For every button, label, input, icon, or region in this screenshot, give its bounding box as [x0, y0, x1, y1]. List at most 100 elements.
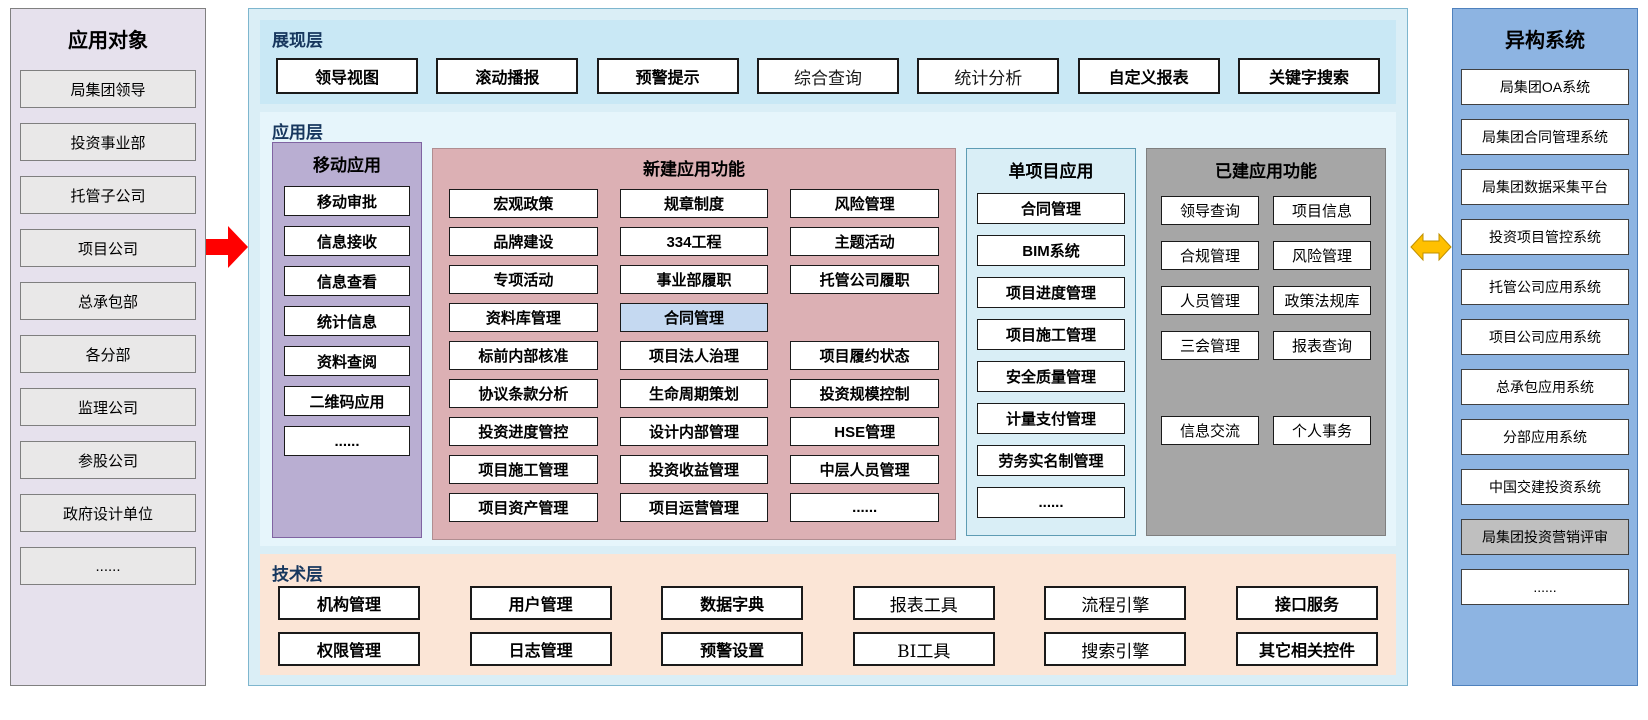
new-function-item: 项目法人治理 — [619, 341, 769, 370]
new-function-item: 风险管理 — [790, 189, 939, 218]
heterogeneous-system-item: 局集团数据采集平台 — [1461, 169, 1629, 205]
new-function-item: 投资进度管控 — [449, 417, 598, 446]
heterogeneous-system-item: ...... — [1461, 569, 1629, 605]
heterogeneous-system-item: 分部应用系统 — [1461, 419, 1629, 455]
built-functions-title: 已建应用功能 — [1215, 162, 1317, 181]
presentation-item: 综合查询 — [756, 58, 899, 94]
new-function-item: 资料库管理 — [449, 303, 598, 332]
heterogeneous-system-item: 投资项目管控系统 — [1461, 219, 1629, 255]
heterogeneous-system-item: 中国交建投资系统 — [1461, 469, 1629, 505]
technology-row-1: 机构管理 用户管理 数据字典 报表工具 流程引擎 接口服务 — [260, 586, 1396, 620]
application-object-item: 项目公司 — [20, 229, 196, 267]
mobile-app-item: 信息接收 — [284, 226, 410, 256]
presentation-item: 统计分析 — [917, 58, 1060, 94]
platform-panel: 展现层 领导视图 滚动播报 预警提示 综合查询 统计分析 自定义报表 关键字搜索… — [248, 8, 1408, 686]
built-function-item: 领导查询 — [1161, 196, 1259, 225]
new-function-item: 生命周期策划 — [619, 379, 769, 408]
presentation-item: 预警提示 — [596, 58, 739, 94]
new-function-item: 托管公司履职 — [790, 265, 939, 294]
single-project-item: BIM系统 — [977, 235, 1125, 266]
mobile-app-item: 资料查阅 — [284, 346, 410, 376]
application-object-item: 政府设计单位 — [20, 494, 196, 532]
application-object-item: 各分部 — [20, 335, 196, 373]
single-project-item: 计量支付管理 — [977, 403, 1125, 434]
technology-item: 机构管理 — [278, 586, 420, 620]
new-function-item-highlighted: 合同管理 — [619, 303, 769, 332]
presentation-buttons-row: 领导视图 滚动播报 预警提示 综合查询 统计分析 自定义报表 关键字搜索 — [260, 58, 1396, 94]
heterogeneous-system-item: 托管公司应用系统 — [1461, 269, 1629, 305]
built-functions-grid: 领导查询 项目信息 合规管理 风险管理 人员管理 政策法规库 三会管理 报表查询 — [1147, 182, 1385, 360]
heterogeneous-system-item-gray: 局集团投资营销评审 — [1461, 519, 1629, 555]
heterogeneous-system-item: 局集团合同管理系统 — [1461, 119, 1629, 155]
application-layer-title: 应用层 — [272, 123, 323, 142]
built-function-item: 合规管理 — [1161, 241, 1259, 270]
single-project-item: 项目进度管理 — [977, 277, 1125, 308]
presentation-item: 滚动播报 — [436, 58, 579, 94]
mobile-app-title: 移动应用 — [313, 156, 381, 175]
application-objects-title: 应用对象 — [68, 29, 148, 52]
built-function-item: 信息交流 — [1161, 416, 1259, 445]
new-functions-box: 新建应用功能 宏观政策 规章制度 风险管理 品牌建设 334工程 主题活动 专项… — [432, 148, 956, 540]
technology-item: BI工具 — [852, 632, 995, 666]
mobile-app-item: 移动审批 — [284, 186, 410, 216]
built-function-item: 报表查询 — [1273, 331, 1371, 360]
technology-layer-title: 技术层 — [272, 565, 323, 584]
technology-item: 用户管理 — [469, 586, 612, 620]
built-function-item: 风险管理 — [1273, 241, 1371, 270]
application-object-item: 参股公司 — [20, 441, 196, 479]
technology-item: 流程引擎 — [1044, 586, 1187, 620]
technology-item: 日志管理 — [469, 632, 612, 666]
new-function-item: 标前内部核准 — [449, 341, 598, 370]
built-functions-bottom-row: 信息交流 个人事务 — [1147, 416, 1385, 445]
technology-layer: 技术层 机构管理 用户管理 数据字典 报表工具 流程引擎 接口服务 权限管理 日… — [260, 554, 1396, 675]
single-project-title: 单项目应用 — [1008, 162, 1094, 181]
presentation-item: 关键字搜索 — [1237, 58, 1380, 94]
red-arrow-icon — [206, 226, 248, 268]
new-function-item: 334工程 — [619, 227, 769, 256]
new-function-item: ...... — [790, 493, 939, 522]
application-object-item: 总承包部 — [20, 282, 196, 320]
mobile-app-box: 移动应用 移动审批 信息接收 信息查看 统计信息 资料查阅 二维码应用 ....… — [272, 142, 422, 538]
application-object-item: ...... — [20, 547, 196, 585]
application-object-item: 投资事业部 — [20, 123, 196, 161]
technology-item: 报表工具 — [852, 586, 995, 620]
application-object-item: 托管子公司 — [20, 176, 196, 214]
new-function-item: 设计内部管理 — [619, 417, 769, 446]
built-function-item: 政策法规库 — [1273, 286, 1371, 315]
single-project-box: 单项目应用 合同管理 BIM系统 项目进度管理 项目施工管理 安全质量管理 计量… — [966, 148, 1136, 536]
presentation-layer-title: 展现层 — [272, 31, 323, 50]
application-layer: 应用层 移动应用 移动审批 信息接收 信息查看 统计信息 资料查阅 二维码应用 … — [260, 112, 1396, 546]
built-function-item: 项目信息 — [1273, 196, 1371, 225]
built-function-item: 人员管理 — [1161, 286, 1259, 315]
new-function-item: 项目履约状态 — [790, 341, 939, 370]
mobile-app-item: ...... — [284, 426, 410, 456]
heterogeneous-systems-title: 异构系统 — [1505, 29, 1585, 52]
application-object-item: 局集团领导 — [20, 70, 196, 108]
heterogeneous-systems-panel: 异构系统 局集团OA系统 局集团合同管理系统 局集团数据采集平台 投资项目管控系… — [1452, 8, 1638, 686]
new-function-item: 协议条款分析 — [449, 379, 598, 408]
new-function-item: 投资收益管理 — [619, 455, 769, 484]
single-project-item: ...... — [977, 487, 1125, 518]
single-project-item: 安全质量管理 — [977, 361, 1125, 392]
heterogeneous-system-item: 项目公司应用系统 — [1461, 319, 1629, 355]
mobile-app-item: 统计信息 — [284, 306, 410, 336]
technology-item: 搜索引擎 — [1044, 632, 1187, 666]
technology-item: 接口服务 — [1235, 586, 1378, 620]
technology-item: 权限管理 — [278, 632, 420, 666]
new-function-item: 投资规模控制 — [790, 379, 939, 408]
application-object-item: 监理公司 — [20, 388, 196, 426]
technology-item: 数据字典 — [661, 586, 804, 620]
single-project-item: 项目施工管理 — [977, 319, 1125, 350]
mobile-app-item: 二维码应用 — [284, 386, 410, 416]
built-functions-box: 已建应用功能 领导查询 项目信息 合规管理 风险管理 人员管理 政策法规库 三会… — [1146, 148, 1386, 536]
technology-item: 预警设置 — [661, 632, 804, 666]
new-function-item: 宏观政策 — [449, 189, 598, 218]
heterogeneous-system-item: 局集团OA系统 — [1461, 69, 1629, 105]
new-function-item: HSE管理 — [790, 417, 939, 446]
mobile-app-item: 信息查看 — [284, 266, 410, 296]
new-function-item: 事业部履职 — [619, 265, 769, 294]
new-function-item: 规章制度 — [619, 189, 769, 218]
new-function-item: 项目运营管理 — [619, 493, 769, 522]
technology-item: 其它相关控件 — [1235, 632, 1378, 666]
